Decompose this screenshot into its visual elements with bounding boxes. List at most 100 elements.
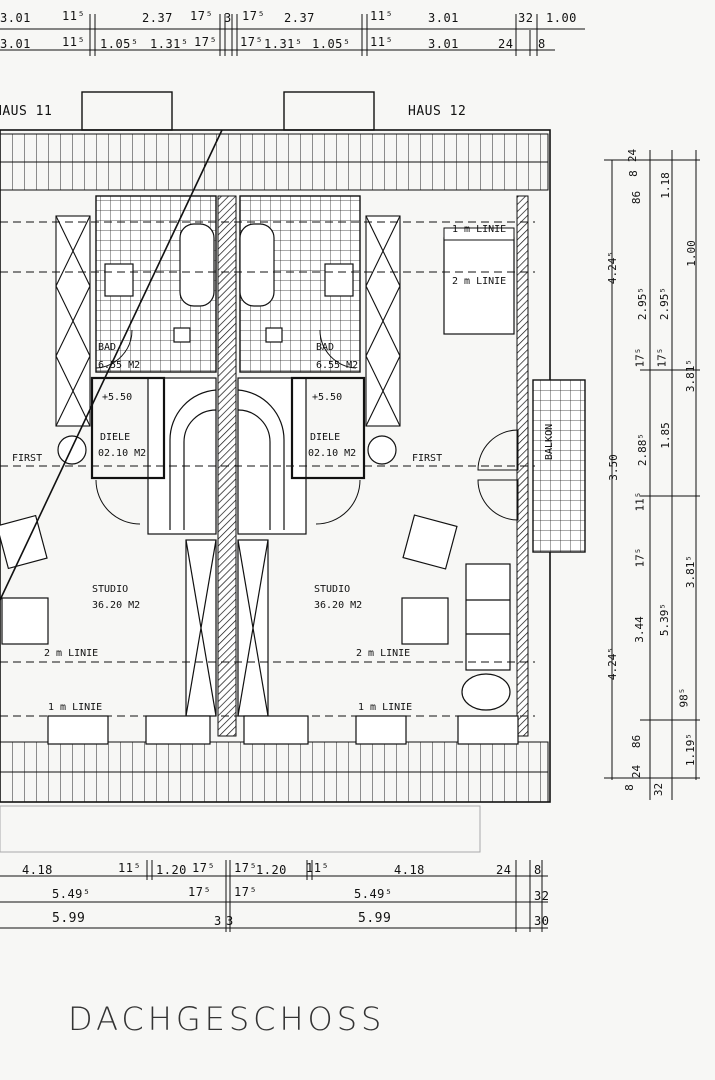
dim-bottom-3: 3 (214, 914, 222, 928)
section-line (0, 129, 223, 601)
dim-bottom-1: 11⁵ (306, 861, 330, 875)
dim-bottom-1: 17⁵ (192, 861, 216, 875)
studio-right-area: 36.20 M2 (314, 600, 363, 611)
diele-left-area: 02.10 M2 (98, 448, 147, 459)
dim-right: 86 (630, 190, 644, 205)
shaft-columns (185, 539, 269, 717)
studio-left-area: 36.20 M2 (92, 600, 141, 611)
dim-bottom-3: 5.99 (358, 911, 392, 926)
dim-right-outer: 5.39⁵ (658, 602, 672, 637)
dim-bottom-1: 17⁵ (234, 861, 258, 875)
dim-top-2: 3.01 (0, 37, 31, 51)
dim-bottom-2: 5.49⁵ (52, 887, 91, 901)
bad-left-area: 6.55 M2 (98, 360, 141, 371)
dim-bottom-1: 1.20 (156, 863, 187, 877)
bottom-dimension-lines (0, 860, 548, 932)
house-12-label: HAUS 12 (408, 104, 467, 119)
dim-right: 3.81⁵ (684, 554, 698, 589)
dim-top-2: 1.05⁵ (312, 37, 351, 51)
one-m-line-right: 1 m LINIE (358, 702, 413, 713)
studio-right-name: STUDIO (314, 584, 351, 595)
bad-left-name: BAD (98, 342, 117, 353)
dim-right-outer: 2.95⁵ (636, 286, 650, 321)
dim-right: 3.81⁵ (684, 358, 698, 393)
dim-top-1: 2.37 (284, 11, 315, 25)
two-m-line-top: 2 m LINIE (452, 276, 507, 287)
dim-bottom-3: 5.99 (52, 911, 86, 926)
dim-right: 11⁵ (633, 491, 647, 512)
one-m-line-left: 1 m LINIE (48, 702, 103, 713)
dim-right: 8 (626, 170, 640, 177)
dim-top-1: 17⁵ (190, 9, 214, 23)
dim-top-2: 8 (538, 37, 546, 51)
dim-top-2: 1.31⁵ (150, 37, 189, 51)
dim-right-outer: 4.24⁵ (606, 646, 620, 681)
diele-left-name: DIELE (100, 432, 131, 443)
dim-top-1: 11⁵ (370, 9, 394, 23)
bad-right-name: BAD (316, 342, 335, 353)
dim-right: 32 (652, 782, 666, 797)
dim-right: 1.85 (658, 422, 672, 449)
dim-top-1: 3.01 (428, 11, 459, 25)
dim-bottom-1: 8 (534, 863, 542, 877)
dim-top-2: 1.31⁵ (264, 37, 303, 51)
dormer-right (283, 91, 375, 131)
diele-right-level: +5.50 (312, 392, 343, 403)
dim-bottom-3: 3 (226, 914, 234, 928)
top-dimension-lines (0, 14, 585, 56)
dim-top-1: 1.00 (546, 11, 577, 25)
dim-right: 2.95⁵ (658, 286, 672, 321)
dim-right: 98⁵ (677, 687, 691, 708)
dim-right-outer: 17⁵ (655, 347, 669, 368)
dim-bottom-3: 30 (534, 914, 550, 928)
dim-right: 1.18 (658, 172, 672, 199)
dim-top-2: 17⁵ (240, 35, 264, 49)
staircases (147, 377, 307, 535)
dim-right: 17⁵ (633, 547, 647, 568)
dim-bottom-1: 24 (496, 863, 512, 877)
first-line-right: FIRST (412, 453, 443, 464)
dormer-left (81, 91, 173, 131)
dim-top-1: 3.01 (0, 11, 31, 25)
dim-top-1: 11⁵ (62, 9, 86, 23)
dim-bottom-2: 17⁵ (234, 885, 258, 899)
dim-bottom-1: 4.18 (22, 863, 53, 877)
dim-right: 1.19⁵ (684, 732, 698, 767)
studio-left-name: STUDIO (92, 584, 129, 595)
dim-right: 17⁵ (633, 347, 647, 368)
dim-right-outer: 24 (630, 764, 644, 779)
dim-bottom-2: 5.49⁵ (354, 887, 393, 901)
dim-right: 1.00 (684, 240, 698, 267)
diele-right-name: DIELE (310, 432, 341, 443)
dim-top-2: 17⁵ (194, 35, 218, 49)
dim-bottom-2: 17⁵ (188, 885, 212, 899)
two-m-line-right: 2 m LINIE (356, 648, 411, 659)
dim-right-outer: 3.50 (606, 454, 620, 481)
bed (443, 237, 515, 335)
dim-top-2: 3.01 (428, 37, 459, 51)
diele-right-area: 02.10 M2 (308, 448, 357, 459)
dim-bottom-1: 4.18 (394, 863, 425, 877)
dim-right-outer: 4.24⁵ (606, 250, 620, 285)
two-m-line-left: 2 m LINIE (44, 648, 99, 659)
dim-right-outer: 86 (630, 734, 644, 749)
dim-top-1: 2.37 (142, 11, 173, 25)
dim-top-1: 3 (224, 11, 232, 25)
bad-right-area: 6.55 M2 (316, 360, 359, 371)
dim-top-1: 17⁵ (242, 9, 266, 23)
right-dimension-lines (604, 150, 700, 800)
dim-right-outer: 3.44 (632, 616, 646, 643)
house-11-label: HAUS 11 (0, 104, 53, 119)
dim-right: 24 (626, 148, 640, 163)
balcony (532, 379, 586, 553)
balkon-label: BALKON (544, 423, 555, 460)
dim-top-2: 11⁵ (370, 35, 394, 49)
dim-bottom-2: 32 (534, 889, 550, 903)
dim-top-1: 32 (518, 11, 534, 25)
first-line-left: FIRST (12, 453, 43, 464)
diele-left-level: +5.50 (102, 392, 133, 403)
dim-top-2: 1.05⁵ (100, 37, 139, 51)
one-m-line-top: 1 m LINIE (452, 224, 507, 235)
dim-right-outer: 2.88⁵ (636, 432, 650, 467)
